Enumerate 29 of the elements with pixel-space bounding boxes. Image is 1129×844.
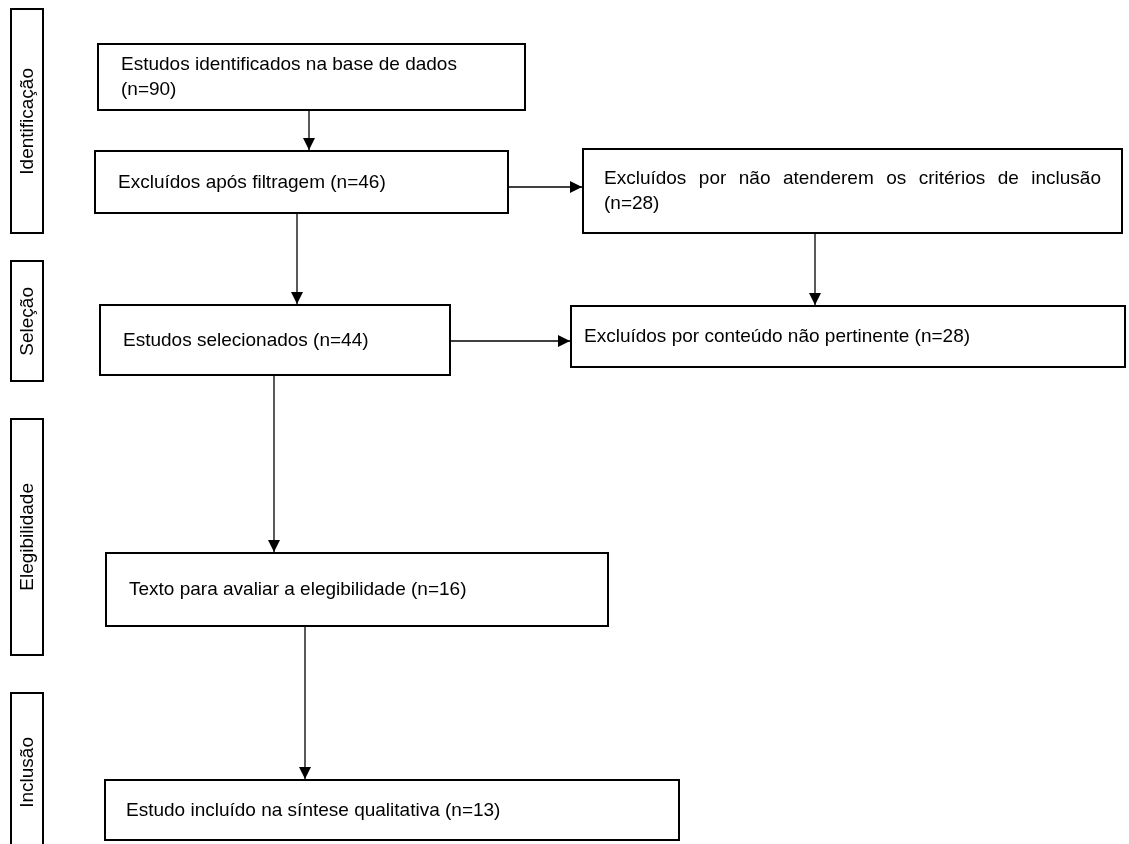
box-text: Estudos identificados na base de dados (n=90) xyxy=(121,52,458,101)
stage-box xyxy=(10,418,44,656)
stage-label: Identificação xyxy=(16,67,38,175)
stage-label: Elegibilidade xyxy=(16,483,38,591)
stage-box xyxy=(10,8,44,234)
box-text: Excluídos após filtragem (n=46) xyxy=(118,169,387,194)
process-box xyxy=(105,552,609,627)
process-box xyxy=(94,150,509,214)
arrow xyxy=(268,375,280,553)
arrow xyxy=(299,626,311,780)
process-box xyxy=(582,148,1123,234)
stage-box xyxy=(10,260,44,382)
process-box xyxy=(99,304,451,376)
box-text: Estudo incluído na síntese qualitativa (n=13) xyxy=(126,797,502,822)
arrow xyxy=(809,233,821,306)
process-box xyxy=(570,305,1126,368)
stage-label: Seleção xyxy=(16,286,38,356)
arrow xyxy=(508,181,583,193)
arrow xyxy=(450,335,571,347)
stage-box xyxy=(10,692,44,844)
box-text: Excluídos por não atenderem os critérios de inclusão (n=28) xyxy=(604,166,1101,215)
process-box xyxy=(104,779,680,841)
box-text: Estudos selecionados (n=44) xyxy=(123,327,370,352)
stage-label: Inclusão xyxy=(16,736,38,808)
box-text: Excluídos por conteúdo não pertinente (n=28) xyxy=(584,324,972,349)
arrow xyxy=(291,213,303,305)
box-text: Texto para avaliar a elegibilidade (n=16) xyxy=(129,577,468,602)
process-box xyxy=(97,43,526,111)
arrow xyxy=(303,110,315,151)
